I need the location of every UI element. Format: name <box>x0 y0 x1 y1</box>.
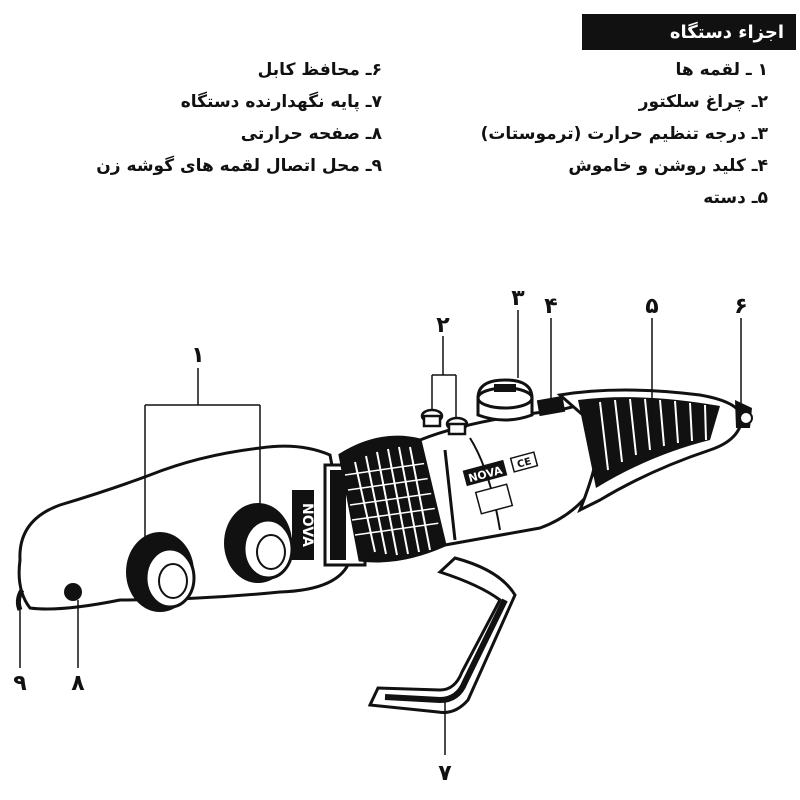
ribbed-collar <box>338 435 447 563</box>
parts-list-left: ۶ـ محافظ کابل ۷ـ پایه نگهدارنده دستگاه ۸… <box>96 54 382 182</box>
part-item-8: ۸ـ صفحه حرارتی <box>240 124 382 144</box>
part-item-7: ۷ـ پایه نگهدارنده دستگاه <box>180 92 382 112</box>
part-item-6: ۶ـ محافظ کابل <box>257 60 382 80</box>
callout-2: ۲ <box>436 313 450 338</box>
plate-brand-text: NOVA <box>299 503 315 547</box>
part-item-5: ۵ـ دسته <box>703 188 768 208</box>
part-item-4: ۴ـ کلید روشن و خاموش <box>568 156 768 176</box>
section-title: اجزاء دستگاه <box>582 14 796 50</box>
ce-mark: CE <box>516 456 533 470</box>
cable-guard <box>735 400 753 428</box>
part-item-1: ۱ ـ لقمه ها <box>675 60 768 80</box>
plate-brand: NOVA <box>292 490 315 560</box>
thermostat-dial <box>476 378 534 422</box>
callout-7: ۷ <box>438 761 452 786</box>
callout-4: ۴ <box>544 294 557 319</box>
part-item-2: ۲ـ چراغ سلکتور <box>638 92 768 112</box>
plate-hole <box>64 583 82 601</box>
welding-sockets <box>126 503 294 612</box>
main-body: NOVA CE <box>418 398 612 547</box>
welder-diagram: NOVA <box>13 286 753 786</box>
callout-8: ۸ <box>71 671 85 696</box>
stand <box>367 556 517 714</box>
leader-lines <box>19 310 742 755</box>
section-title-text: اجزاء دستگاه <box>669 21 784 43</box>
part-item-3: ۳ـ درجه تنظیم حرارت (ترموستات) <box>480 124 768 144</box>
part-item-9: ۹ـ محل اتصال لقمه های گوشه زن <box>96 156 382 176</box>
callout-6: ۶ <box>734 294 747 319</box>
callout-5: ۵ <box>645 294 658 319</box>
handle <box>556 388 744 514</box>
callout-3: ۳ <box>511 286 525 311</box>
parts-list-right: ۱ ـ لقمه ها ۲ـ چراغ سلکتور ۳ـ درجه تنظیم… <box>481 54 768 214</box>
power-switch <box>536 395 566 417</box>
callout-1: ۱ <box>191 343 204 368</box>
callout-9: ۹ <box>13 671 26 696</box>
selector-lamps <box>420 408 469 436</box>
